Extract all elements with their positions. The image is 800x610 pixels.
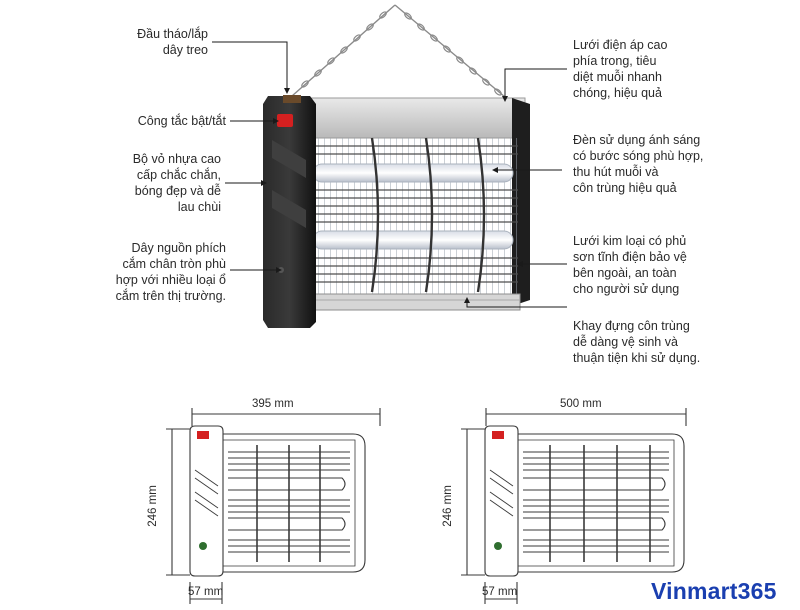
label-switch: Công tắc bật/tắt [137, 114, 226, 128]
hanging-chain [291, 4, 506, 98]
dim-large-height: 246 mm [441, 485, 454, 527]
mosquito-killer-main [263, 95, 530, 328]
brand-logo: Vinmart365 [651, 578, 777, 604]
diagram-small [166, 408, 381, 604]
label-hv-grid: Lưới điện áp cao phía trong, tiêu diệt m… [573, 38, 668, 100]
uv-tube [312, 163, 514, 250]
diagram-large [461, 408, 687, 604]
dim-small-depth: 57 mm [188, 586, 224, 598]
power-switch-icon [277, 114, 293, 127]
dim-small-width: 395 mm [252, 398, 294, 410]
dim-large-width: 500 mm [560, 398, 602, 410]
label-casing: Bộ vỏ nhựa cao cấp chắc chắn, bóng đẹp v… [132, 152, 221, 214]
dim-large-depth: 57 mm [482, 586, 518, 598]
dim-small-height: 246 mm [146, 485, 159, 527]
label-power-cord: Dây nguồn phích cắm chân tròn phù hợp vớ… [115, 241, 226, 303]
label-uv-lamp: Đèn sử dụng ánh sáng có bước sóng phù hợ… [573, 133, 704, 195]
label-tray: Khay đựng côn trùng dễ dàng vệ sinh và t… [573, 319, 701, 365]
label-outer-grid: Lưới kim loại có phủ sơn tĩnh điện bảo v… [573, 234, 687, 296]
label-hanger: Đầu tháo/lắp dây treo [137, 27, 208, 57]
